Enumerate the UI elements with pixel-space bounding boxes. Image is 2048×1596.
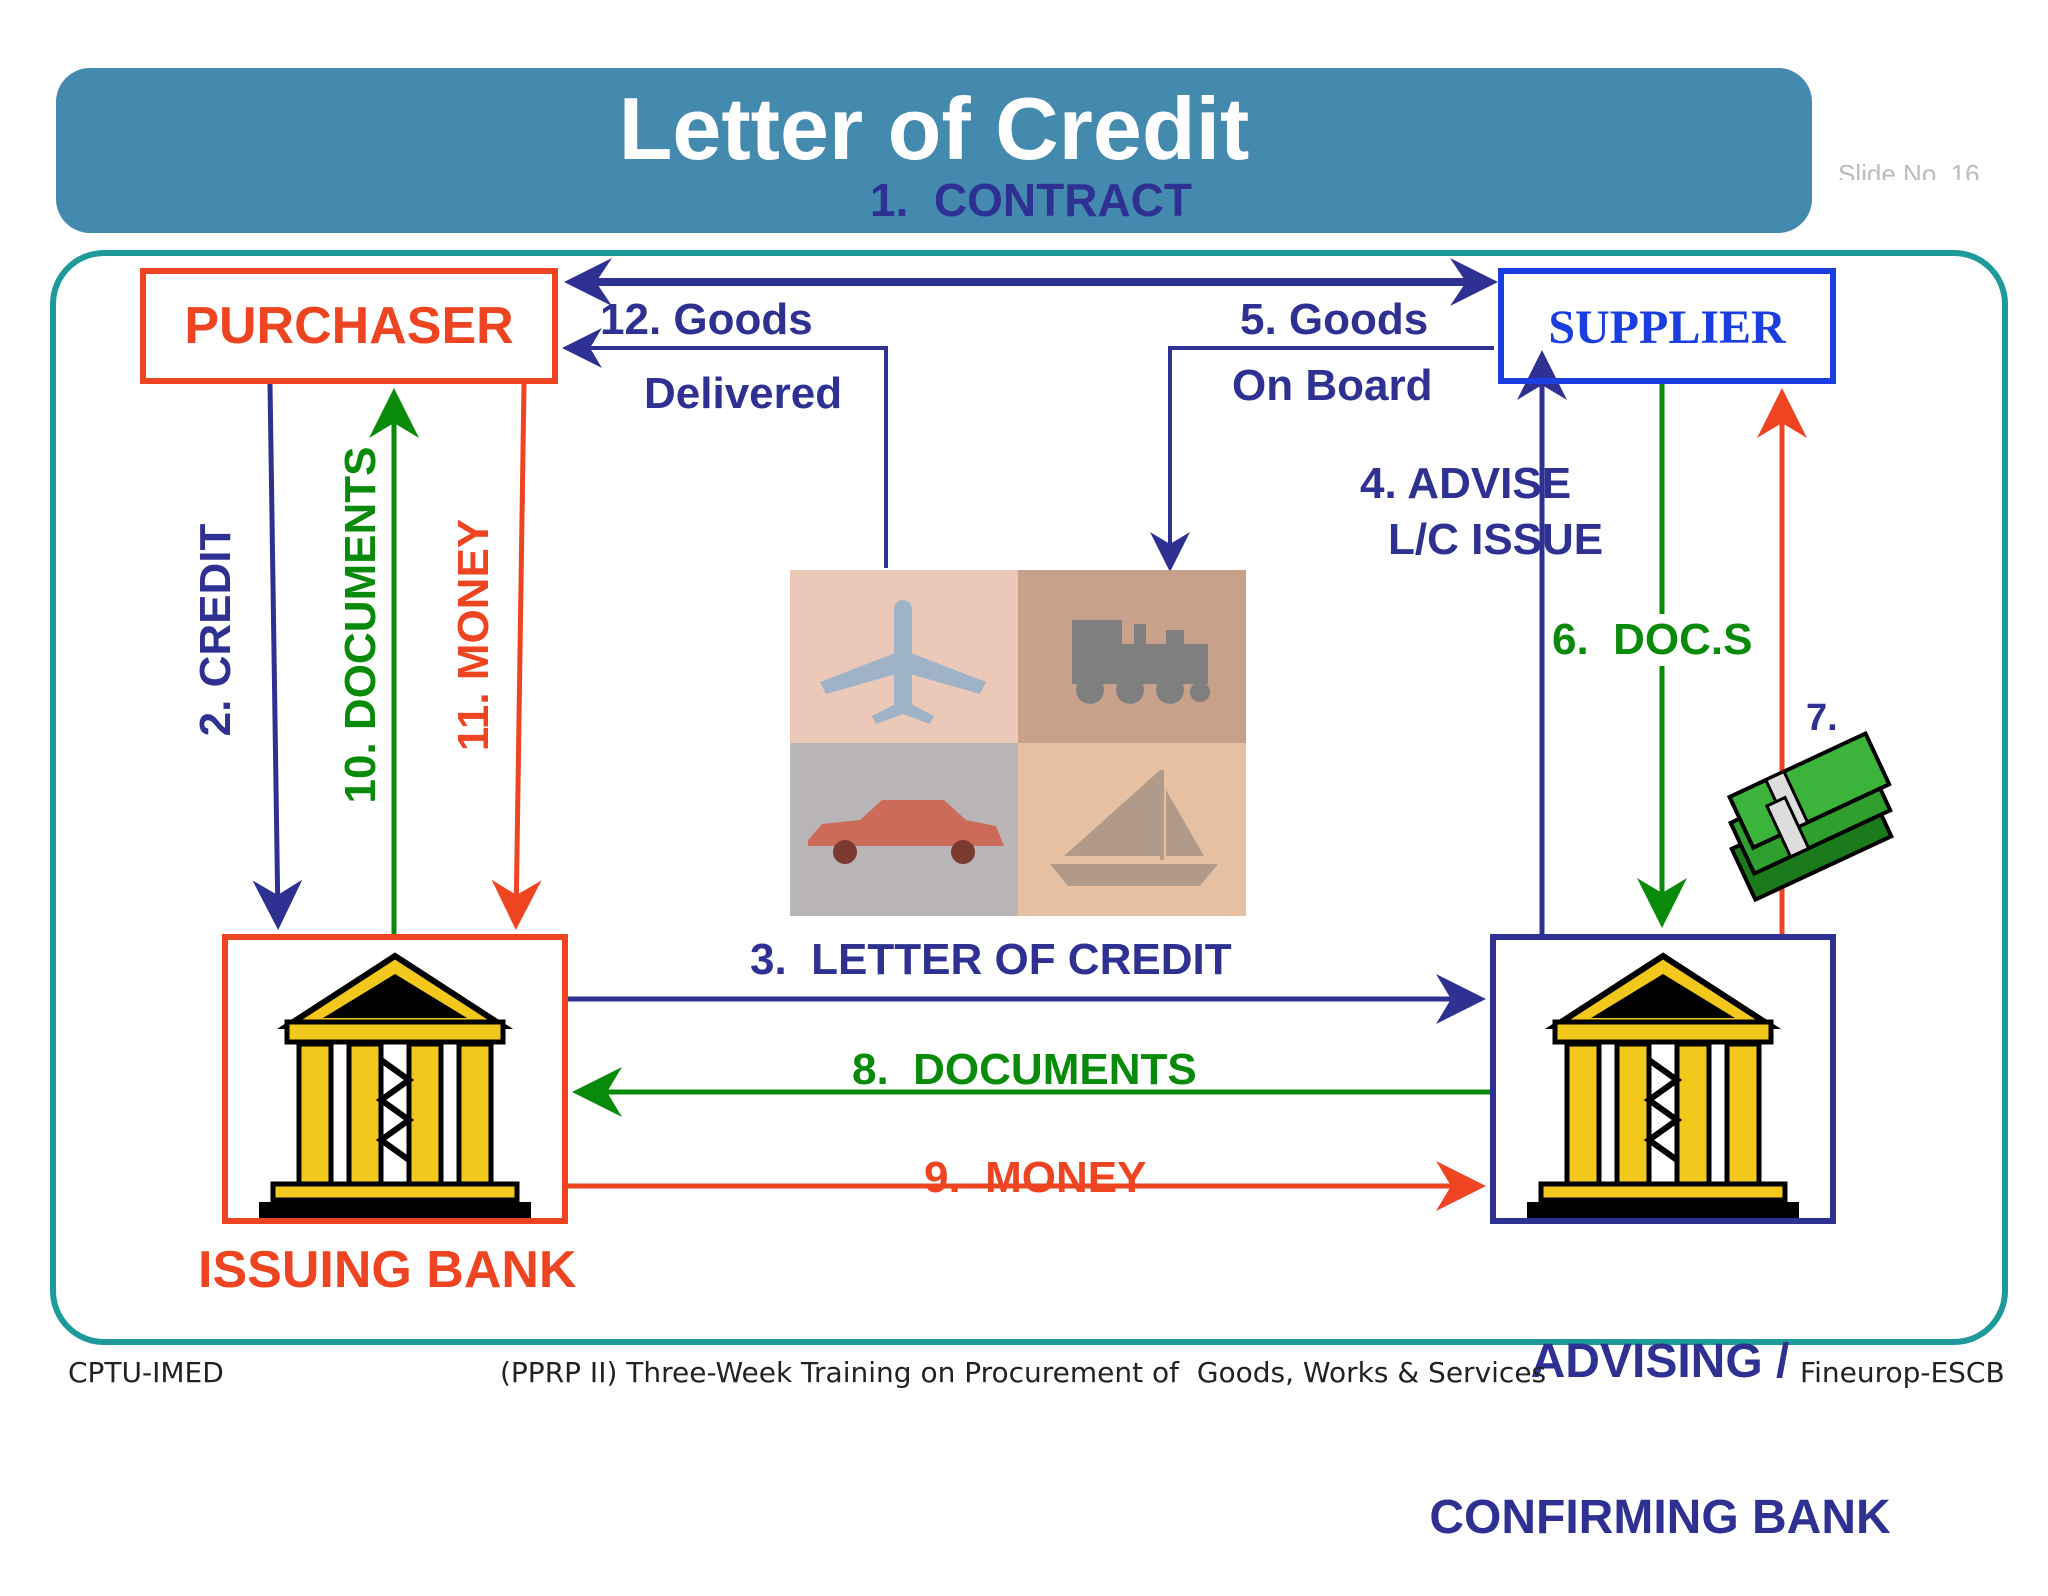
goods-delivered-label-line2: Delivered <box>644 369 843 418</box>
title-banner <box>56 68 1812 233</box>
goods-delivered-arrow <box>562 328 888 568</box>
money11-label-text: 11. MONEY <box>449 518 498 752</box>
docs-label: 6. DOC.S <box>1546 614 1759 666</box>
issuing-bank-label: ISSUING BANK <box>198 1241 577 1299</box>
contract-label: 1. CONTRACT <box>870 174 1192 226</box>
credit-label-text: 2. CREDIT <box>191 523 240 737</box>
advising-bank-box <box>1490 934 1836 1224</box>
goods-delivered-label-line1: 12. Goods <box>600 295 813 344</box>
goods-on-board-label-line1: 5. Goods <box>1240 295 1429 344</box>
documents10-label: 10. DOCUMENTS <box>335 447 387 804</box>
bank-icon <box>1527 952 1799 1220</box>
credit-arrow <box>252 383 303 930</box>
money11-arrow <box>491 383 542 930</box>
purchaser-label: PURCHASER <box>184 297 514 355</box>
supplier-box <box>1498 268 1836 384</box>
documents10-label-text: 10. DOCUMENTS <box>336 446 385 804</box>
advising-bank-label-line2: CONFIRMING BANK <box>1429 1491 1891 1544</box>
purchaser-box <box>140 268 558 384</box>
footer-right: Fineurop-ESCB <box>1800 1356 2005 1389</box>
slide-number: Slide No.,16 <box>1838 160 1980 180</box>
page-title: Letter of Credit <box>618 79 1250 178</box>
footer-left: CPTU-IMED <box>68 1356 224 1389</box>
advise-label-line2: L/C ISSUE <box>1388 515 1604 564</box>
car-icon <box>808 800 1004 864</box>
credit-label: 2. CREDIT <box>190 505 242 755</box>
money-stack-icon <box>1726 730 1894 903</box>
documents8-label: 8. DOCUMENTS <box>852 1045 1197 1094</box>
supplier-label: SUPPLIER <box>1548 301 1786 354</box>
sailboat-icon <box>1050 770 1218 886</box>
train-icon <box>1072 620 1210 704</box>
transport-collage <box>790 570 1246 916</box>
goods-on-board-arrow <box>1150 346 1494 572</box>
letter-of-credit-label: 3. LETTER OF CREDIT <box>750 935 1232 984</box>
advising-bank-label: ADVISING / CONFIRMING BANK <box>1400 1232 1920 1596</box>
goods-on-board-label-line2: On Board <box>1232 361 1433 410</box>
money7-label: 7. <box>1806 697 1838 739</box>
airplane-icon <box>820 600 986 724</box>
money9-label: 9. MONEY <box>924 1153 1147 1202</box>
diagram-frame <box>50 250 2008 1345</box>
flow-arrows <box>252 258 1894 1220</box>
footer-center: (PPRP II) Three-Week Training on Procure… <box>500 1356 1547 1389</box>
advise-label-line1: 4. ADVISE <box>1360 459 1572 508</box>
bank-icon <box>259 952 531 1220</box>
issuing-bank-box <box>222 934 568 1224</box>
advising-bank-label-line1: ADVISING / <box>1530 1335 1790 1388</box>
money11-label: 11. MONEY <box>448 500 500 770</box>
